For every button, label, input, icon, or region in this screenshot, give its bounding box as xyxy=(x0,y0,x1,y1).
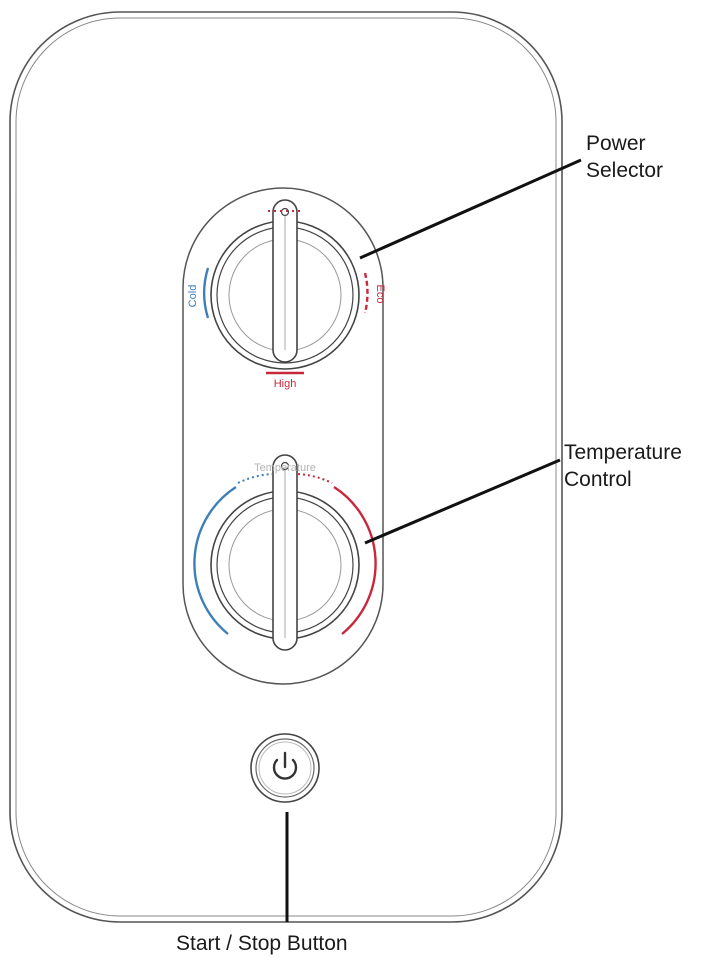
power-selector-callout-line-1: Power xyxy=(586,132,646,155)
temperature-hot-dots xyxy=(297,473,333,484)
cold-label: Cold xyxy=(187,285,199,308)
power-selector-dial[interactable] xyxy=(210,199,360,370)
start-stop-callout: Start / Stop Button xyxy=(176,932,348,955)
temperature-control-callout-line-2: Control xyxy=(564,468,632,491)
start-stop-button[interactable] xyxy=(250,733,320,803)
temperature-cold-dots xyxy=(237,473,273,484)
power-icon xyxy=(272,751,298,780)
temperature-control-callout: Temperature Control xyxy=(564,439,682,493)
eco-arc xyxy=(363,272,369,314)
temperature-label: Temperature xyxy=(254,462,316,474)
cold-arc xyxy=(203,267,210,319)
power-selector-callout: Power Selector xyxy=(586,130,663,184)
power-selector-leader-line xyxy=(359,158,582,260)
temperature-hot-arc xyxy=(333,485,377,635)
high-label: High xyxy=(274,378,297,390)
temperature-cold-arc xyxy=(193,485,237,635)
temperature-control-dial[interactable] xyxy=(210,454,360,651)
power-selector-callout-line-2: Selector xyxy=(586,159,664,182)
temperature-control-callout-line-1: Temperature xyxy=(564,441,682,464)
temperature-control-leader-line xyxy=(364,458,561,545)
temperature-indicator-dot xyxy=(280,461,290,471)
eco-label: Eco xyxy=(374,285,386,304)
